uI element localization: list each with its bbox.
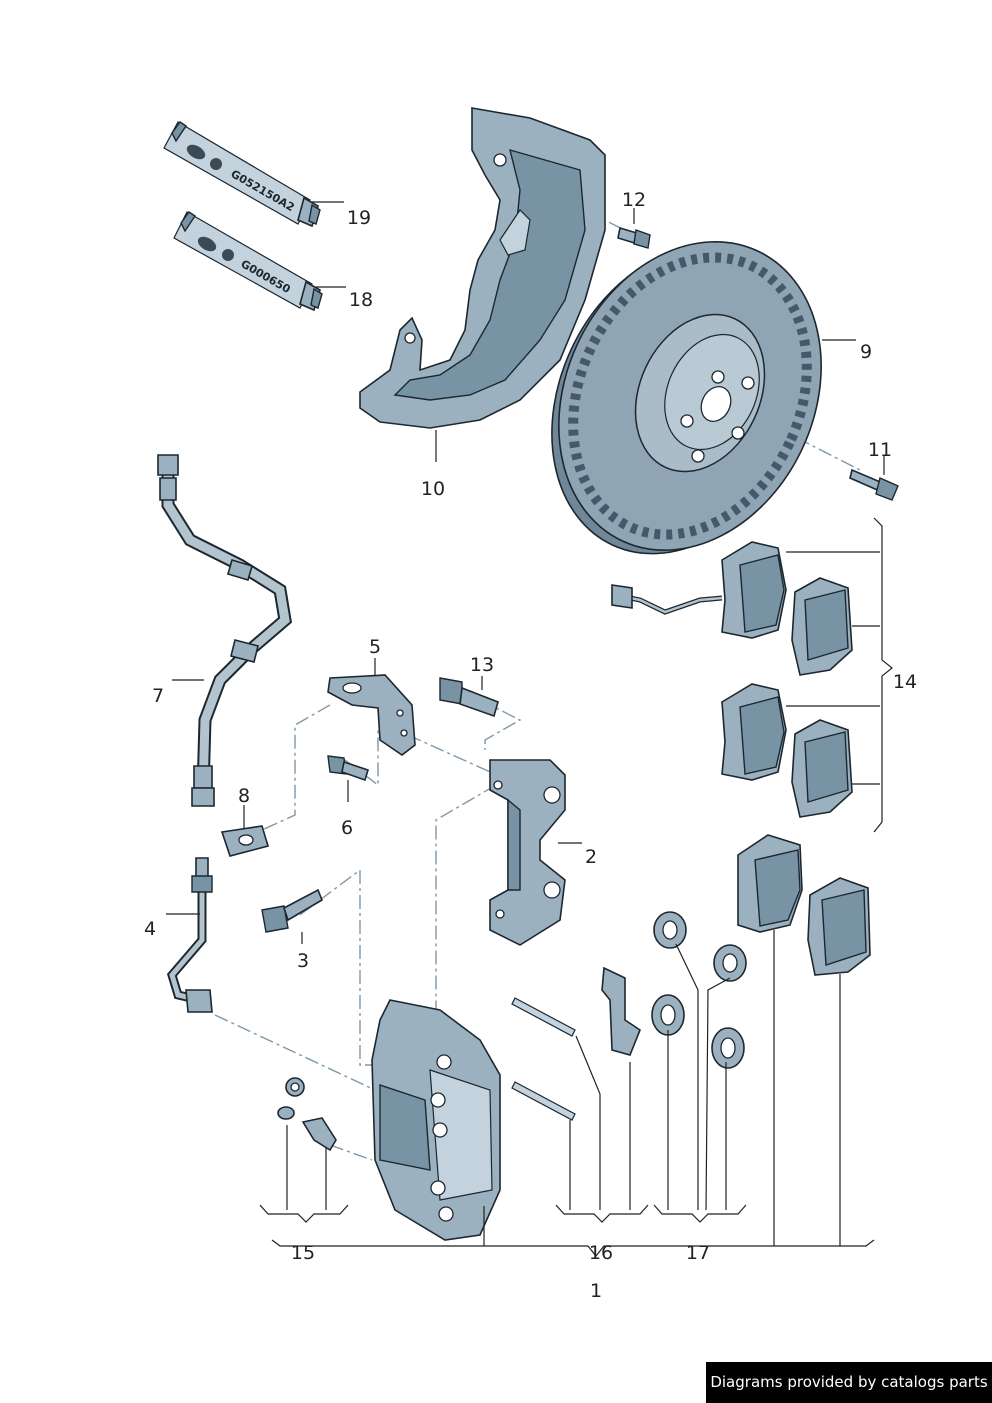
part-labels: 1 2 3 4 5 6 7 8 9 10 11 12 13 14 15 16 1… [144,189,917,1302]
bleeder-parts-15 [277,1077,337,1152]
label-2: 2 [585,846,597,868]
label-7: 7 [152,685,164,707]
brake-pads-14 [611,541,871,976]
bolt-3 [261,888,323,933]
label-11: 11 [868,439,892,461]
bracket-5 [327,674,416,756]
brake-disc-9 [551,241,822,555]
label-5: 5 [369,636,381,658]
bolt-6 [327,755,369,782]
label-6: 6 [341,817,353,839]
bolt-13 [439,677,499,718]
leader-lines [166,201,893,1257]
grease-tube-18: G000650 [173,211,323,312]
label-4: 4 [144,918,156,940]
label-12: 12 [622,189,646,211]
credit-text: Diagrams provided by catalogs parts [710,1373,988,1391]
label-10: 10 [421,478,445,500]
label-3: 3 [297,950,309,972]
label-18: 18 [349,289,373,311]
label-17: 17 [686,1242,710,1264]
label-15: 15 [291,1242,315,1264]
splash-shield-10 [359,107,606,429]
label-14: 14 [893,671,917,693]
screw-11 [849,468,899,501]
label-1: 1 [590,1280,602,1302]
assembly-lines [214,164,861,1161]
bolt-12 [617,226,651,249]
label-16: 16 [589,1242,613,1264]
caliper-carrier-2 [489,759,566,946]
label-13: 13 [470,654,494,676]
guide-pins-16 [511,966,641,1121]
credit-banner[interactable]: Diagrams provided by catalogs parts [706,1362,992,1403]
brake-caliper-1 [371,999,501,1241]
seals-17 [651,911,747,1069]
brake-line-4 [166,857,213,1013]
label-19: 19 [347,207,371,229]
brake-hose-7 [157,454,293,807]
label-9: 9 [860,341,872,363]
clip-8 [220,825,270,857]
grease-tube-19: G052150A2 [163,121,321,228]
label-8: 8 [238,785,250,807]
